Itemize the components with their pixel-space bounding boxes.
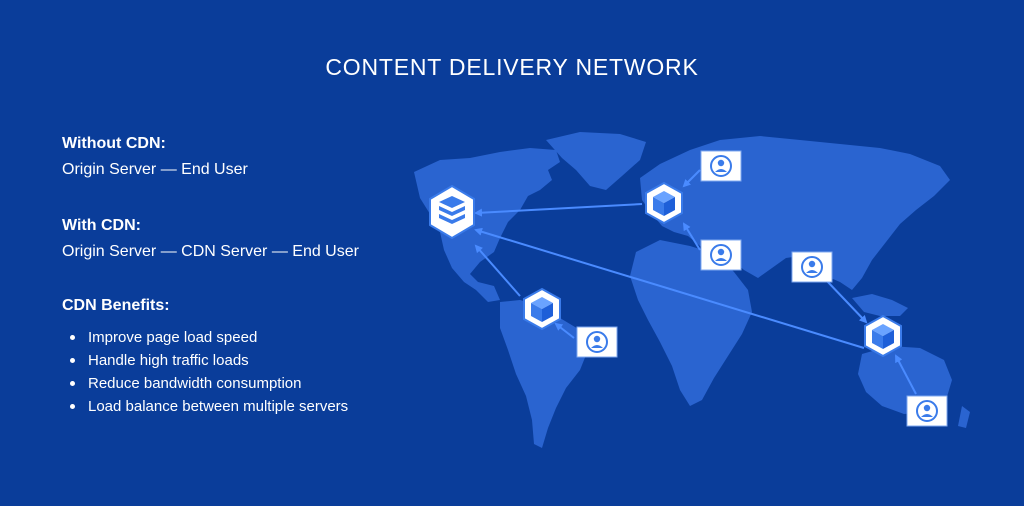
benefit-item: Reduce bandwidth consumption [62,372,402,395]
benefit-item: Improve page load speed [62,326,402,349]
connection-arrows [474,169,917,395]
arrow-user-to-europe-cdn-north [682,169,701,188]
arrow-user-to-europe-cdn-south [682,222,701,251]
arrow-australia-cdn-to-origin [474,227,865,349]
with-cdn-heading: With CDN: [62,217,141,234]
arrow-user-to-australia-cdn-south [895,354,917,395]
with-cdn-section: With CDN: Origin Server — CDN Server — E… [62,216,402,262]
without-cdn-section: Without CDN: Origin Server — End User [62,134,402,180]
user-window-icon [700,239,742,271]
without-cdn-heading: Without CDN: [62,135,166,152]
cube-icon [645,182,683,224]
benefits-list: Improve page load speed Handle high traf… [62,326,402,418]
with-cdn-flow: Origin Server — CDN Server — End User [62,243,359,260]
arrow-europe-cdn-to-origin [474,203,643,217]
user-window-icon [906,395,948,427]
arrow-sa-cdn-to-origin [474,244,521,297]
without-cdn-flow: Origin Server — End User [62,161,248,178]
user-window-icon [791,251,833,283]
arrow-user-to-australia-cdn-north [825,279,868,324]
info-panel: Without CDN: Origin Server — End User Wi… [62,134,402,454]
greenland-landmass [546,132,646,190]
africa-landmass [630,240,752,406]
south-america-landmass [500,300,588,448]
benefits-section: CDN Benefits: Improve page load speed Ha… [62,296,402,418]
cube-icon [864,315,902,357]
benefit-item: Load balance between multiple servers [62,395,402,418]
arrow-user-to-sa-cdn [554,322,575,339]
new-zealand-landmass [958,406,970,428]
benefit-item: Handle high traffic loads [62,349,402,372]
diagram-title: CONTENT DELIVERY NETWORK [325,54,699,80]
benefits-heading: CDN Benefits: [62,297,170,314]
southeast-asia-islands [852,294,908,316]
user-window-icon [576,326,618,358]
user-window-icon [700,150,742,182]
server-stack-icon [429,184,475,240]
cube-icon [523,288,561,330]
